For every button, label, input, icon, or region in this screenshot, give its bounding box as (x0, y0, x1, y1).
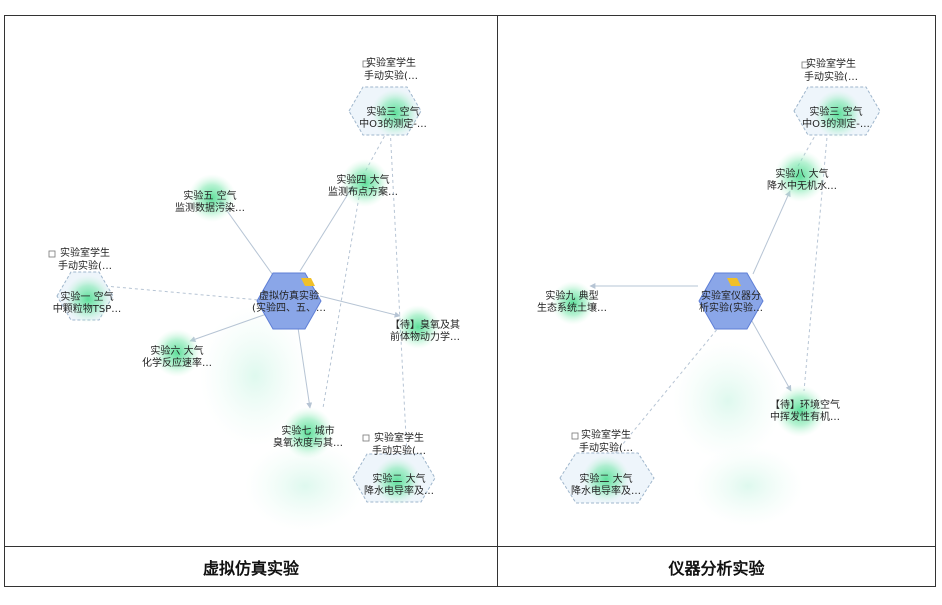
node-label-n4-line2[interactable]: 监测布点方案… (328, 185, 398, 198)
node-label-n3-line1[interactable]: 实验三 空气 (366, 105, 419, 118)
center-label-line2[interactable]: 析实验(实验… (699, 301, 763, 314)
node-label-n6-line1[interactable]: 实验六 大气 (150, 344, 203, 357)
node-label-n8-line1[interactable]: 实验八 大气 (775, 167, 828, 180)
node-label-n2-line1[interactable]: 实验二 大气 (579, 472, 632, 485)
node-label-n9-line2[interactable]: 生态系统土壤… (537, 301, 607, 314)
node-label-nd-line2[interactable]: 前体物动力学… (390, 330, 460, 343)
edge-center-nd (747, 313, 792, 392)
node-label-n5-line1[interactable]: 实验五 空气 (183, 189, 236, 202)
center-accent-icon (301, 278, 315, 286)
node-label-n7-line2[interactable]: 臭氧浓度与其… (273, 436, 343, 449)
node-label-n6-line2[interactable]: 化学反应速率… (142, 356, 212, 369)
vertical-divider (497, 15, 498, 587)
center-hexagon[interactable] (698, 272, 764, 330)
background-halo (200, 306, 310, 446)
node-label-n1-line1[interactable]: 实验一 空气 (60, 290, 113, 303)
edge-center-n7 (296, 320, 313, 409)
horizontal-divider (4, 546, 936, 547)
center-hexagon[interactable] (256, 272, 322, 330)
left-graph-svg: 实验室学生 手动实验(… 实验三 空气 中O3的测定-… 实验四 大气 监测布点… (48, 56, 460, 531)
background-halo (245, 441, 365, 531)
node-label-nd-line1[interactable]: 【待】臭氧及其 (390, 318, 460, 331)
right-caption: 仪器分析实验 (668, 559, 765, 578)
center-label-line2[interactable]: (实验四、五、… (252, 301, 326, 314)
node-label-n3-line1[interactable]: 实验三 空气 (809, 105, 862, 118)
center-label-line1[interactable]: 虚拟仿真实验 (259, 289, 319, 302)
group-label-g2-line2: 手动实验(… (372, 444, 426, 457)
right-graph-panel: 实验室学生 手动实验(… 实验三 空气 中O3的测定-… 实验八 大气 降水中无… (498, 16, 935, 546)
edge-center-n8 (752, 190, 791, 275)
group-label-g3-line1: 实验室学生 (806, 57, 856, 70)
node-glow-n6 (153, 329, 201, 377)
node-glow-nd (774, 385, 826, 437)
figure-frame (4, 15, 936, 587)
edge-center-n4 (299, 185, 354, 272)
group-label-g2-line2: 手动实验(… (579, 441, 633, 454)
node-label-n1-line2[interactable]: 中颗粒物TSP… (53, 302, 122, 315)
group-label-g3-line1: 实验室学生 (366, 56, 416, 69)
node-glow-n1 (64, 275, 112, 323)
node-glow-n9 (551, 281, 595, 325)
copy-icon (362, 434, 370, 442)
node-label-n2-line1[interactable]: 实验二 大气 (372, 472, 425, 485)
node-glow-n7 (282, 407, 334, 459)
node-label-n3-line2[interactable]: 中O3的测定-… (359, 117, 427, 130)
group-label-g1-line1: 实验室学生 (60, 246, 110, 259)
node-label-n2-line2[interactable]: 降水电导率及… (571, 484, 641, 497)
right-graph-svg: 实验室学生 手动实验(… 实验三 空气 中O3的测定-… 实验八 大气 降水中无… (537, 57, 881, 526)
copy-icon (801, 61, 809, 69)
node-label-n8-line2[interactable]: 降水中无机水… (767, 179, 837, 192)
left-graph-panel: 实验室学生 手动实验(… 实验三 空气 中O3的测定-… 实验四 大气 监测布点… (5, 16, 497, 546)
node-glow-n3 (371, 89, 419, 137)
node-label-nd-line1[interactable]: 【待】环境空气 (770, 398, 840, 411)
node-label-n5-line2[interactable]: 监测数据污染… (175, 201, 245, 214)
background-halo (673, 341, 783, 461)
background-halo (693, 446, 803, 526)
edge-n4-n3 (359, 125, 391, 182)
center-label-line1[interactable]: 实验室仪器分 (701, 289, 761, 302)
node-glow-n5 (188, 174, 236, 222)
node-glow-nd (396, 305, 440, 349)
node-label-n7-line1[interactable]: 实验七 城市 (281, 424, 334, 437)
edge-center-n6 (189, 310, 276, 343)
group-label-g2-line1: 实验室学生 (374, 431, 424, 444)
node-label-n9-line1[interactable]: 实验九 典型 (545, 289, 598, 302)
group-label-g3-line2: 手动实验(… (804, 70, 858, 83)
edge-center-nd (319, 295, 401, 318)
edge-n1-center (104, 285, 271, 302)
node-glow-n3 (814, 90, 862, 138)
node-glow-n8 (774, 150, 826, 202)
node-glow-n2 (582, 455, 630, 503)
node-glow-n2 (373, 457, 421, 505)
node-glow-n4 (341, 159, 389, 207)
left-caption: 虚拟仿真实验 (202, 559, 299, 578)
group-label-g1-line2: 手动实验(… (58, 259, 112, 272)
node-label-n4-line1[interactable]: 实验四 大气 (336, 173, 389, 186)
group-label-g2-line1: 实验室学生 (581, 428, 631, 441)
edge-n4-n7 (322, 190, 361, 409)
center-accent-icon (727, 278, 741, 286)
node-label-n2-line2[interactable]: 降水电导率及… (364, 484, 434, 497)
group-label-g3-line2: 手动实验(… (364, 69, 418, 82)
node-label-n3-line2[interactable]: 中O3的测定-… (802, 117, 870, 130)
copy-icon (362, 60, 370, 68)
copy-icon (48, 250, 56, 258)
edge-center-n2 (612, 315, 729, 457)
node-label-nd-line2[interactable]: 中挥发性有机… (770, 410, 840, 423)
edge-n3-n2 (389, 125, 408, 457)
copy-icon (571, 432, 579, 440)
